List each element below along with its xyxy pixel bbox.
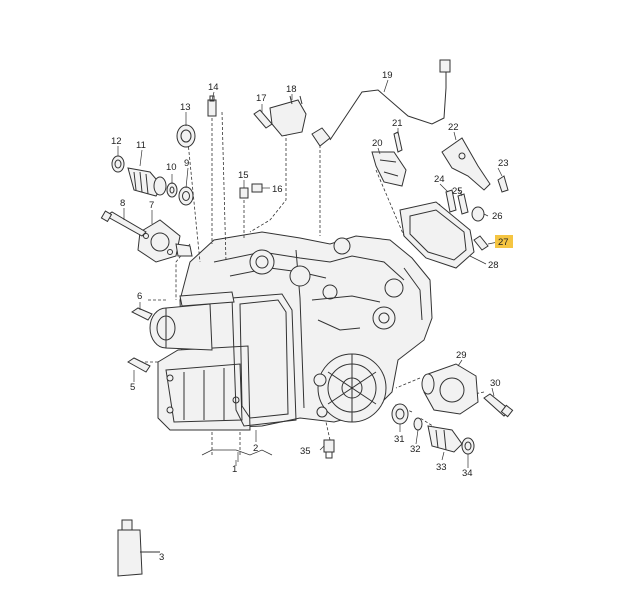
shaft-33	[427, 425, 463, 453]
bracket-22	[441, 137, 491, 191]
plug-16	[251, 183, 263, 193]
callout-30[interactable]: 30	[490, 378, 501, 389]
side-cover	[157, 345, 251, 431]
callout-5[interactable]: 5	[130, 382, 135, 393]
callout-31[interactable]: 31	[394, 434, 405, 445]
plug-35	[323, 439, 335, 459]
seal-31	[391, 403, 409, 425]
callout-28[interactable]: 28	[488, 260, 499, 271]
bush-26	[471, 206, 485, 222]
callout-3[interactable]: 3	[159, 552, 164, 563]
callout-33[interactable]: 33	[436, 462, 447, 473]
callout-17[interactable]: 17	[256, 93, 267, 104]
callout-16[interactable]: 16	[272, 184, 283, 195]
shaft-11	[127, 167, 167, 197]
bolt-30	[483, 393, 514, 418]
callout-32[interactable]: 32	[410, 444, 421, 455]
callout-29[interactable]: 29	[456, 350, 467, 361]
ring-9	[178, 186, 194, 206]
oil-bottle-3	[117, 519, 160, 577]
output-flange-housing	[313, 353, 387, 423]
callout-18[interactable]: 18	[286, 84, 297, 95]
ring-10	[166, 182, 178, 198]
callout-9[interactable]: 9	[184, 158, 189, 169]
screw-17	[253, 109, 273, 129]
bolt-5	[127, 357, 151, 373]
pipe-19	[329, 59, 451, 141]
flange-7	[137, 219, 193, 263]
sensor-18	[269, 95, 307, 137]
screw-21	[393, 131, 403, 153]
screw-23	[497, 175, 509, 193]
ring-32	[413, 417, 423, 431]
callout-14[interactable]: 14	[208, 82, 219, 93]
callout-2[interactable]: 2	[253, 443, 258, 454]
bracket-20	[371, 151, 407, 187]
callout-10[interactable]: 10	[166, 162, 177, 173]
callout-11[interactable]: 11	[136, 140, 146, 151]
group-bracket-1	[201, 449, 273, 462]
callout-12[interactable]: 12	[111, 136, 122, 147]
screw-27	[473, 235, 489, 251]
screw-24-25	[445, 189, 469, 215]
callout-26[interactable]: 26	[492, 211, 503, 222]
plug-15	[239, 187, 249, 199]
gasket	[231, 293, 297, 427]
callout-15[interactable]: 15	[238, 170, 249, 181]
callout-19[interactable]: 19	[382, 70, 393, 81]
callout-22[interactable]: 22	[448, 122, 459, 133]
seal-12	[111, 155, 125, 173]
highlight-box-27	[495, 235, 513, 248]
callout-6[interactable]: 6	[137, 291, 142, 302]
callout-21[interactable]: 21	[392, 118, 403, 129]
callout-7[interactable]: 7	[149, 200, 154, 211]
bolt-6	[131, 307, 153, 321]
callout-27[interactable]: 27	[498, 237, 509, 248]
leader-lines	[117, 79, 503, 553]
cover-28	[399, 201, 475, 269]
callout-labels: 1 2 3 5 6 7 8 9 10 11 12 13 14 15 16 17 …	[111, 70, 509, 563]
callout-25[interactable]: 25	[452, 186, 463, 197]
callout-8[interactable]: 8	[120, 198, 125, 209]
callout-35[interactable]: 35	[300, 446, 311, 457]
assembly-lines	[140, 111, 485, 455]
callout-24[interactable]: 24	[434, 174, 445, 185]
bolt-8	[100, 210, 147, 237]
callout-20[interactable]: 20	[372, 138, 383, 149]
callout-13[interactable]: 13	[180, 102, 191, 113]
connector	[311, 127, 331, 147]
seal-13	[176, 124, 196, 148]
flange-29	[421, 363, 479, 415]
callout-1[interactable]: 1	[232, 464, 237, 475]
callout-34[interactable]: 34	[462, 468, 473, 479]
ring-34	[461, 437, 475, 455]
pump-motor	[149, 291, 235, 351]
callout-23[interactable]: 23	[498, 158, 509, 169]
